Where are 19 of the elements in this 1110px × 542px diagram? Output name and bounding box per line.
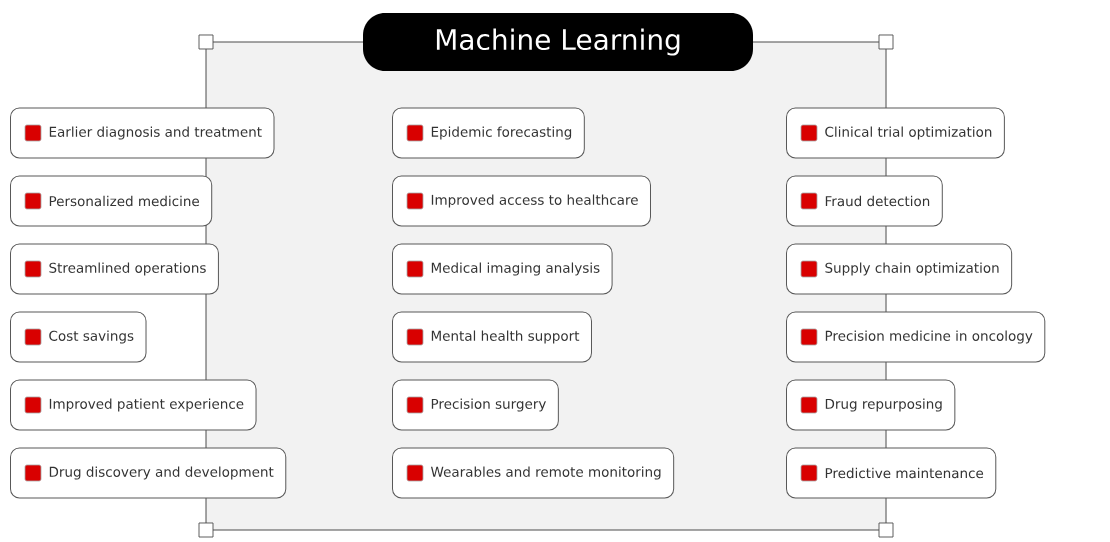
item-box: Epidemic forecasting: [392, 107, 585, 159]
item-box: Improved patient experience: [10, 379, 257, 431]
item-box: Mental health support: [392, 311, 592, 363]
item-box: Fraud detection: [786, 175, 943, 227]
item-box: Precision surgery: [392, 379, 559, 431]
title-pill: Machine Learning: [363, 13, 753, 71]
item-box: Earlier diagnosis and treatment: [10, 107, 275, 159]
item-box: Wearables and remote monitoring: [392, 447, 675, 499]
item-box: Medical imaging analysis: [392, 243, 613, 295]
item-box: Streamlined operations: [10, 243, 219, 295]
item-box: Clinical trial optimization: [786, 107, 1005, 159]
item-box: Personalized medicine: [10, 175, 213, 227]
item-box: Cost savings: [10, 311, 147, 363]
item-box: Predictive maintenance: [786, 447, 997, 499]
item-box: Precision medicine in oncology: [786, 311, 1046, 363]
item-box: Drug discovery and development: [10, 447, 287, 499]
item-box: Supply chain optimization: [786, 243, 1013, 295]
item-box: Drug repurposing: [786, 379, 956, 431]
item-box: Improved access to healthcare: [392, 175, 651, 227]
